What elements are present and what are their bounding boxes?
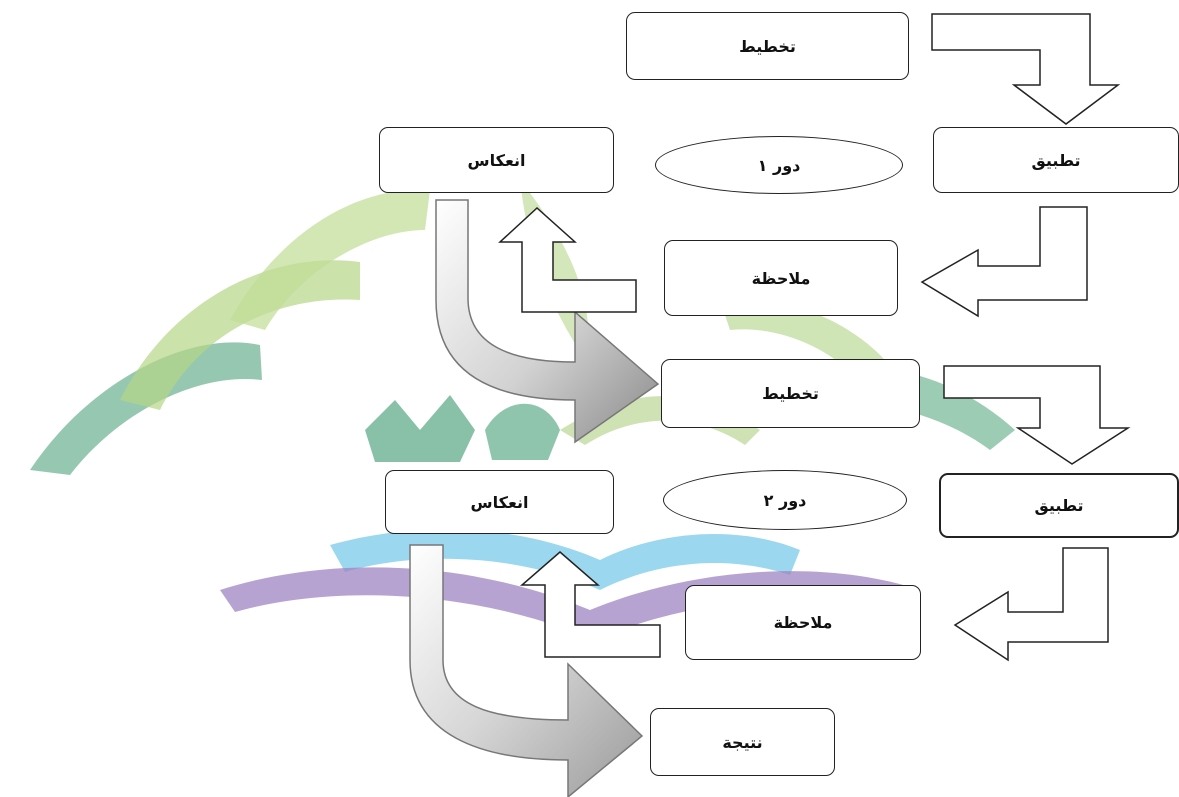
- planning-box-2: تخطيط: [661, 359, 920, 428]
- arrow-action-to-observation-2: [953, 547, 1109, 662]
- curved-arrow-reflection-2-to-result: [409, 544, 644, 797]
- action-box-1: تطبيق: [933, 127, 1179, 193]
- cycle-1-label: دور ١: [757, 155, 801, 175]
- arrow-planning-to-action-1: [931, 13, 1121, 125]
- curved-arrow-reflection-1-to-planning-2: [435, 199, 660, 444]
- cycle-2-ellipse: دور ٢: [663, 470, 907, 530]
- observation-box-1: ملاحظة: [664, 240, 898, 316]
- planning-label-2: تخطيط: [762, 384, 819, 403]
- observation-box-2: ملاحظة: [685, 585, 921, 660]
- cycle-1-ellipse: دور ١: [655, 136, 903, 194]
- reflection-label-2: انعكاس: [470, 492, 529, 512]
- logo-green-arc-left-2: [230, 189, 430, 330]
- observation-label-1: ملاحظة: [751, 268, 811, 288]
- logo-teal-arc-left: [30, 342, 262, 475]
- reflection-box-1: انعكاس: [379, 127, 614, 193]
- arrow-planning-to-action-2: [943, 365, 1131, 465]
- observation-label-2: ملاحظة: [773, 613, 833, 632]
- logo-letter-shape-2: [485, 403, 560, 460]
- logo-letter-shape-1: [365, 395, 475, 462]
- cycle-2-label: دور ٢: [763, 490, 807, 510]
- arrow-observation-to-reflection-1: [498, 206, 637, 313]
- reflection-box-2: انعكاس: [385, 470, 614, 534]
- arrow-action-to-observation-1: [920, 206, 1088, 318]
- action-label-1: تطبيق: [1031, 150, 1081, 170]
- logo-green-arc-left-1: [120, 260, 360, 410]
- action-label-2: تطبيق: [1034, 496, 1084, 515]
- reflection-label-1: انعكاس: [467, 150, 526, 170]
- result-box: نتيجة: [650, 708, 835, 776]
- action-box-2: تطبيق: [939, 473, 1179, 538]
- planning-label-1: تخطيط: [739, 36, 796, 56]
- arrow-observation-to-reflection-2: [519, 551, 661, 658]
- planning-box-1: تخطيط: [626, 12, 909, 80]
- result-label: نتيجة: [722, 732, 763, 752]
